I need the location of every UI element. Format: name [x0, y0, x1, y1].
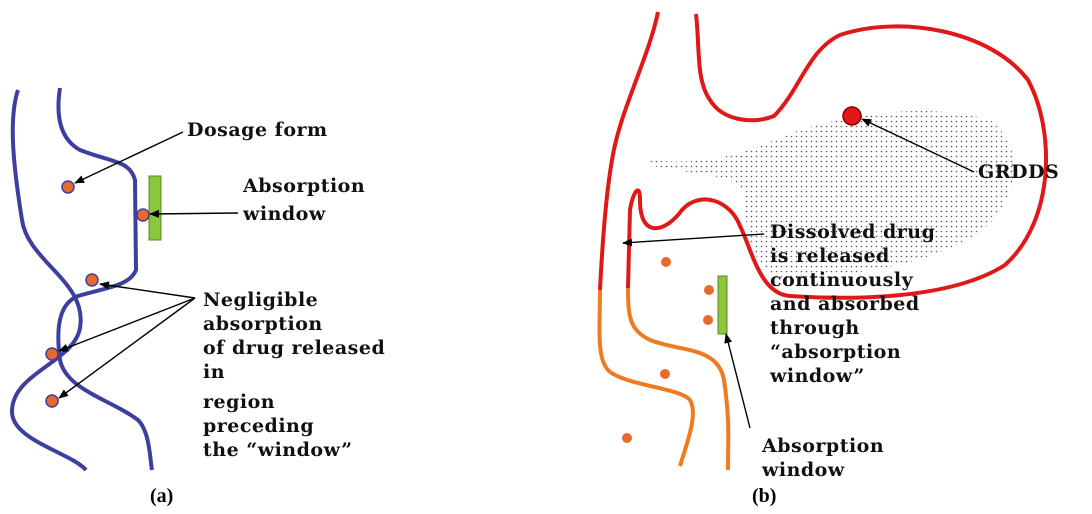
- dose-pellet: [661, 257, 671, 267]
- absorption-window-bar-a: [149, 176, 161, 240]
- intestine-left-wall-inner: [58, 88, 152, 470]
- dose-pellet: [704, 285, 714, 295]
- dose-pellet: [660, 369, 670, 379]
- label-absorption-window-a-2: window: [242, 203, 326, 225]
- intestine-b-left-wall: [599, 290, 692, 466]
- arrow-negligible-1: [100, 284, 195, 298]
- label-absorption-window-b-2: window: [761, 459, 845, 481]
- label-dissolved-2: is released: [770, 245, 890, 267]
- dose-pellet: [46, 395, 58, 407]
- label-dissolved-7: window”: [769, 365, 865, 387]
- intestine-b-right-wall: [628, 288, 728, 470]
- arrow-dosage-form: [75, 132, 183, 183]
- label-negligible-7: the “window”: [203, 439, 353, 461]
- dose-pellet: [46, 348, 58, 360]
- label-dissolved-6: “absorption: [770, 341, 901, 363]
- label-absorption-window-a: Absorption: [242, 175, 365, 197]
- label-negligible-6: preceding: [203, 415, 314, 437]
- label-negligible-4: in: [203, 361, 225, 383]
- panel-a: Dosage form Absorption window Negligible…: [12, 88, 385, 507]
- caption-b: (b): [752, 485, 776, 507]
- label-dosage-form: Dosage form: [187, 119, 328, 141]
- label-grdds: GRDDS: [978, 161, 1059, 183]
- dose-pellet: [137, 209, 149, 221]
- label-negligible-3: of drug released: [203, 337, 385, 359]
- label-dissolved-3: continuously: [770, 269, 914, 291]
- label-absorption-window-b: Absorption: [761, 435, 884, 457]
- label-negligible-5: region: [203, 391, 275, 413]
- panel-b: GRDDS Dissolved drug is released continu…: [596, 12, 1059, 507]
- absorption-window-bar-b: [718, 276, 727, 334]
- label-dissolved-4: and absorbed: [770, 293, 920, 315]
- label-negligible-2: absorption: [203, 313, 323, 335]
- dose-pellet: [622, 433, 632, 443]
- label-dissolved: Dissolved drug: [770, 221, 935, 243]
- label-dissolved-5: through: [770, 317, 860, 339]
- grdds-pellet: [843, 107, 861, 125]
- dose-pellet: [62, 181, 74, 193]
- dose-pellet: [86, 274, 98, 286]
- arrow-absorption-window-a: [150, 213, 238, 214]
- dose-pellet: [703, 315, 713, 325]
- caption-a: (a): [150, 485, 173, 507]
- label-negligible: Negligible: [203, 289, 318, 311]
- arrow-dissolved-drug: [623, 234, 764, 243]
